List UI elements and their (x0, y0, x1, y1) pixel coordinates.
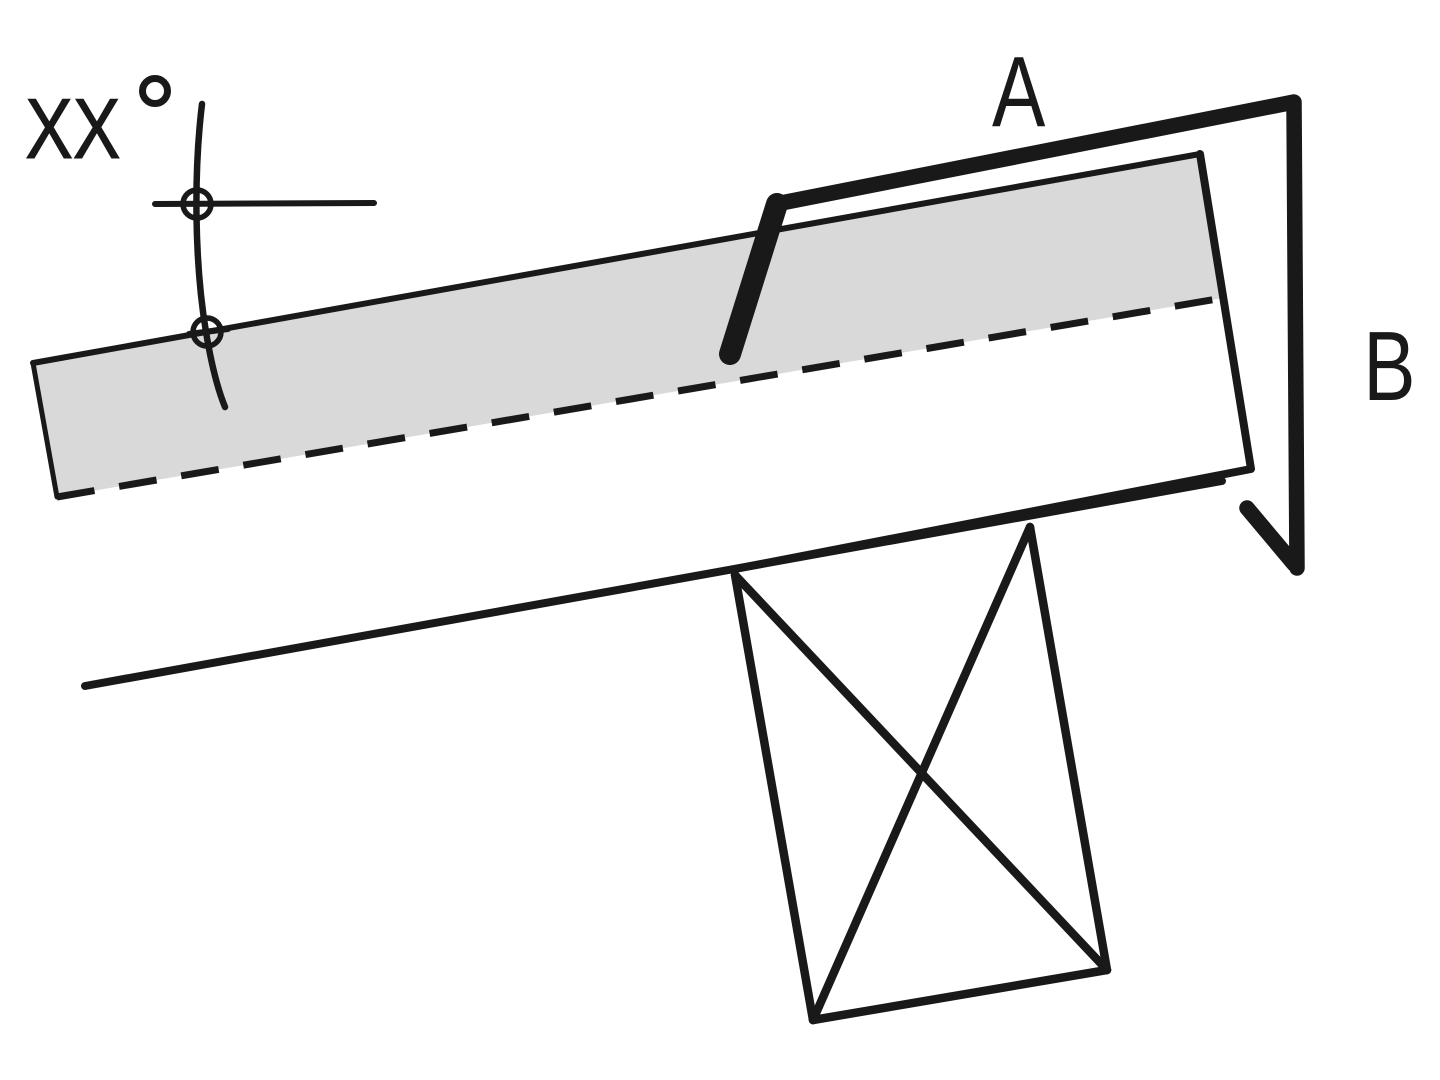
flashing-b-bottom-hook (1239, 500, 1302, 572)
degree-symbol (139, 75, 171, 107)
roof-panel-underside-dashed-line (56, 294, 1224, 501)
datum-point-upper (180, 187, 214, 221)
label-a: A (992, 37, 1046, 149)
flashing-a-and-b (768, 94, 1305, 576)
angle-reference-line (152, 200, 377, 207)
flashing-a-kick-leg (719, 193, 788, 365)
roof-panel (33, 154, 1223, 497)
datum-point-lower-tick (186, 326, 231, 337)
rafter-line (81, 477, 1226, 690)
angle-label: XX (25, 81, 120, 176)
label-b: B (1363, 312, 1415, 421)
roof-panel-left-edge (30, 360, 60, 500)
angle-leader-curve (193, 100, 229, 411)
blocking-cross-brace (730, 522, 1112, 1025)
